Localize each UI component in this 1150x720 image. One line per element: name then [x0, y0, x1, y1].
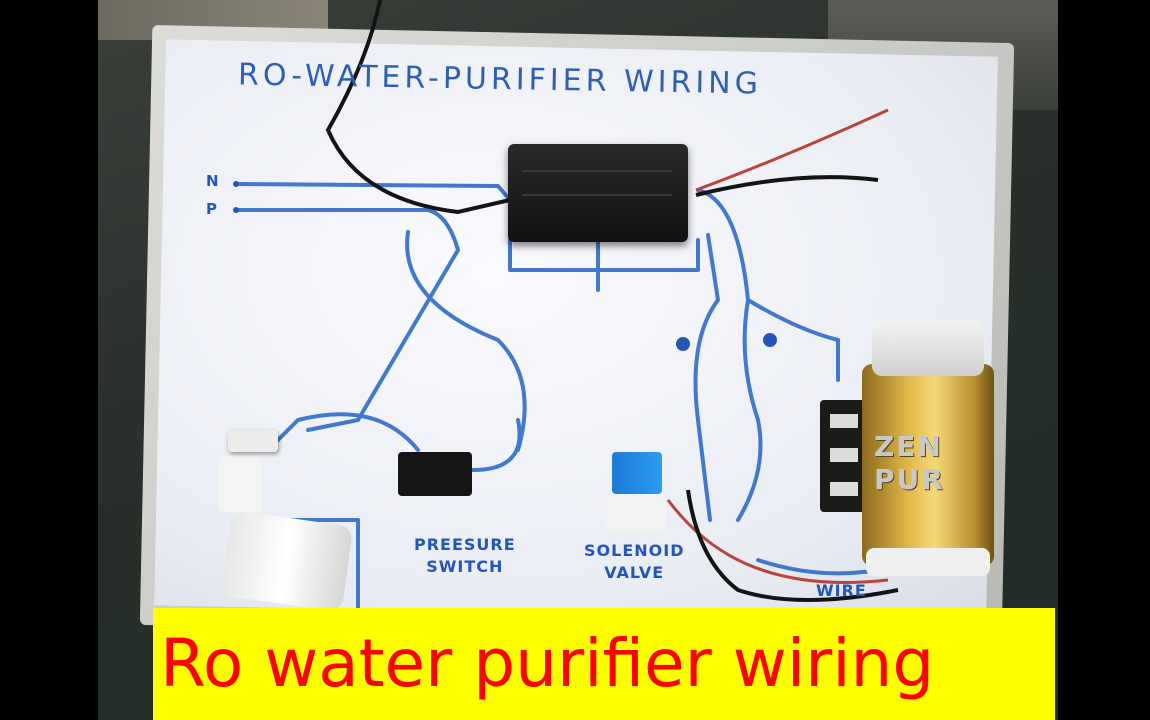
smps-ridge [522, 194, 672, 196]
terminal-dot-p [233, 207, 239, 213]
relay-slot [830, 482, 858, 496]
float-tank [220, 509, 354, 613]
red-cable-solenoid [666, 499, 889, 584]
red-cable-smps [695, 108, 889, 192]
pressure-switch [398, 452, 472, 496]
wire-smps-bottom [508, 238, 700, 272]
terminal-n-label: N [206, 172, 219, 190]
smps-adapter [508, 144, 688, 242]
pump-brand: ZEN PUR [874, 430, 945, 496]
photo: RO-WATER-PURIFIER WIRING N P PREESURE SW… [98, 0, 1058, 720]
solenoid-coil [612, 452, 662, 494]
pressure-switch-label: PREESURE SWITCH [414, 535, 516, 576]
micro-switch [228, 430, 278, 452]
wire-pswitch-right [471, 418, 522, 472]
relay-slot [830, 414, 858, 428]
wire-label: WIRE [816, 581, 867, 600]
smps-ridge [522, 170, 672, 172]
junction-dot-2 [763, 333, 777, 347]
pump-base [866, 548, 990, 576]
wire-n-line [236, 182, 512, 202]
wire-to-pswitch [405, 230, 527, 452]
relay-block [820, 400, 868, 512]
wiring-diagram [233, 0, 899, 612]
terminal-p-label: P [206, 200, 217, 218]
pump-head [872, 320, 984, 376]
caption-bar [153, 608, 1055, 720]
wire-right-1 [696, 188, 763, 522]
wire-right-2 [693, 233, 720, 522]
wire-float [266, 412, 420, 452]
pump-motor [862, 364, 994, 566]
solenoid-body [606, 494, 666, 534]
black-cable-smps [695, 175, 879, 197]
solenoid-valve [606, 448, 674, 534]
wire-p-line [236, 208, 460, 432]
booster-pump: ZEN PUR [862, 320, 994, 576]
terminal-dot-n [233, 181, 239, 187]
black-cable-bottom [686, 489, 899, 602]
wire-pump-loop [746, 298, 840, 382]
caption-text: Ro water purifier wiring [160, 625, 935, 702]
float-switch [218, 456, 262, 512]
relay-slot [830, 448, 858, 462]
wire-bottom [756, 558, 880, 576]
solenoid-label: SOLENOID VALVE [584, 541, 685, 582]
black-cable-main [325, 0, 511, 215]
junction-dot-1 [676, 337, 690, 351]
